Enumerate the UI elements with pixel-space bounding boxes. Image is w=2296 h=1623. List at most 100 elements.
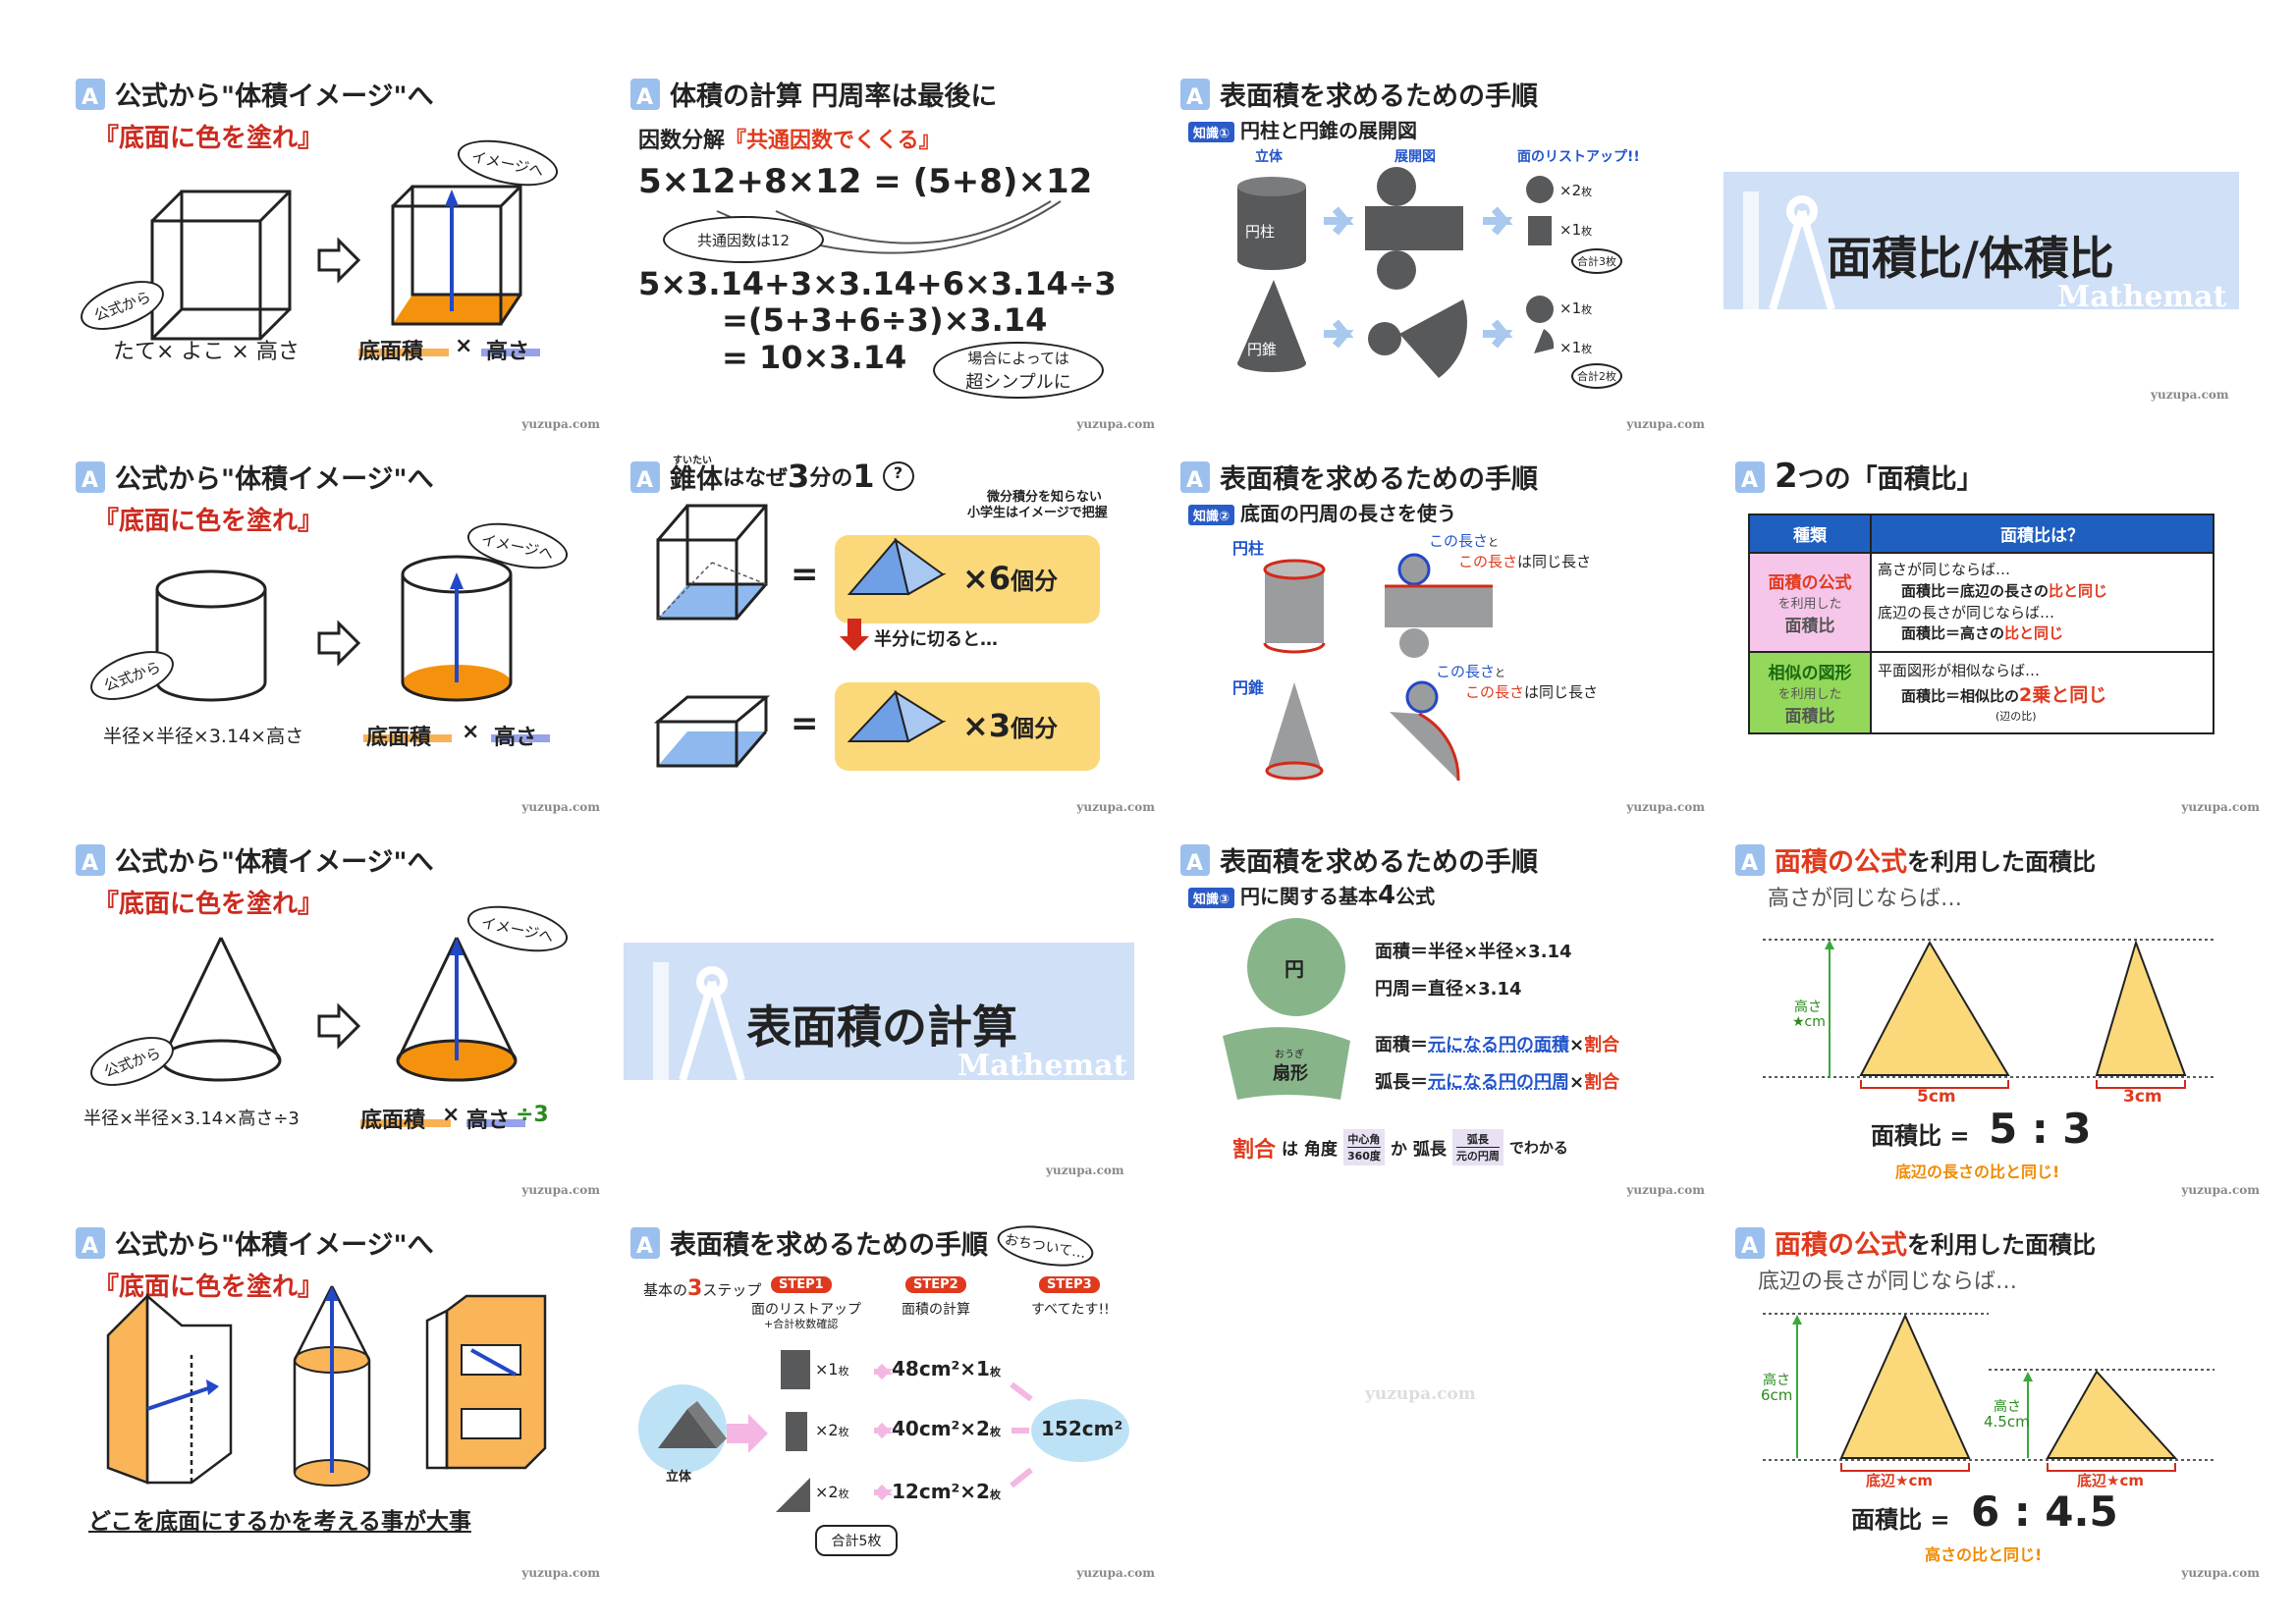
cylinder-drawing [155, 555, 550, 742]
col-solid: 立体 [1255, 149, 1283, 165]
base-area-label: 底面積 [360, 1109, 426, 1133]
solids-drawing [106, 1285, 547, 1487]
svg-text:A: A [1186, 851, 1203, 876]
cone-label: 円錐 [1232, 678, 1265, 697]
ratio-value: 6 : 4.5 [1971, 1488, 2118, 1536]
watermark: yuzupa.com [1076, 417, 1155, 431]
watermark: yuzupa.com [2181, 1183, 2260, 1197]
row3-count: ×2枚 [815, 1483, 849, 1501]
svg-text:A: A [636, 468, 653, 493]
formula-label: 半径×半径×3.14×高さ÷3 [83, 1109, 300, 1129]
ratio-label: 面積比 = [1871, 1122, 1970, 1150]
bubble-common-factor: 共通因数は12 [663, 216, 824, 263]
yuzupa-logo-icon: A [629, 458, 662, 495]
note-1: 微分積分を知らない [987, 490, 1103, 505]
panel-subtitle: 『底面に色を塗れ』 [93, 890, 324, 919]
svg-text:A: A [636, 1234, 653, 1259]
height-value: ★cm [1792, 1014, 1826, 1030]
watermark: yuzupa.com [1046, 1163, 1124, 1177]
watermark: yuzupa.com [1626, 800, 1705, 814]
step3-text: すべてたす!! [1031, 1302, 1110, 1318]
watermark: yuzupa.com [521, 417, 600, 431]
compass-icon [1743, 191, 1835, 309]
total-1: 合計3枚 [1571, 248, 1622, 274]
times-sign: × [442, 1103, 461, 1127]
question-bubble-icon: ? [882, 461, 914, 491]
compass-icon [653, 962, 745, 1080]
row-formula-type: 面積の公式を利用した面積比 [1748, 552, 1872, 653]
equals-2: = [791, 704, 819, 743]
watermark: yuzupa.com [2181, 1566, 2260, 1580]
solid-label: 立体 [666, 1470, 692, 1485]
times-sign: × [462, 720, 480, 744]
base-1: 底辺★cm [1866, 1472, 1933, 1489]
row3-area: 12cm²×2枚 [892, 1480, 1001, 1503]
col-list: 面のリストアップ!! [1517, 149, 1640, 165]
triangles-same-height [1763, 939, 2214, 1089]
svg-text:A: A [1186, 468, 1203, 493]
ratio-note: 高さの比と同じ! [1925, 1545, 2043, 1564]
step2-text: 面積の計算 [902, 1302, 970, 1318]
sector-label: 扇形 [1273, 1063, 1308, 1084]
base-1: 5cm [1917, 1087, 1956, 1107]
svg-text:A: A [1741, 468, 1758, 493]
nets-drawing [1237, 167, 1555, 378]
banner-surface-area: 表面積の計算 Mathemat [624, 943, 1134, 1083]
banner-area-volume-ratio: 面積比/体積比 Mathemat [1723, 172, 2239, 314]
yuzupa-logo-icon: A [74, 458, 107, 495]
yuzupa-logo-icon: A [1178, 75, 1212, 112]
watermark: yuzupa.com [2181, 800, 2260, 814]
ruby-cone: すいたい [673, 456, 712, 466]
formula-area: 面積＝半径×半径×3.14 [1375, 942, 1572, 962]
yuzupa-logo-icon: A [1733, 458, 1767, 495]
watermark: yuzupa.com [2151, 388, 2229, 402]
face-count: 合計5枚 [815, 1525, 898, 1556]
yuzupa-logo-icon: A [629, 75, 662, 112]
base-2: 3cm [2123, 1087, 2162, 1107]
height2-value: 4.5cm [1984, 1413, 2030, 1431]
watermark: yuzupa.com [521, 1183, 600, 1197]
formula-circumference: 円周＝直径×3.14 [1375, 979, 1522, 1000]
header-type: 種類 [1748, 514, 1872, 554]
svg-text:A: A [1741, 1234, 1758, 1259]
formula-label: たて× よこ × 高さ [113, 340, 300, 364]
svg-text:A: A [636, 85, 653, 110]
yuzupa-logo-icon: A [1178, 458, 1212, 495]
step1-badge: STEP1 [771, 1276, 832, 1293]
formula-label: 半径×半径×3.14×高さ [103, 726, 304, 747]
watermark: yuzupa.com [1076, 800, 1155, 814]
watermark: yuzupa.com [1626, 1183, 1705, 1197]
triangles-same-base [1763, 1313, 2214, 1472]
height1-label: 高さ [1763, 1373, 1790, 1388]
banner-title: 面積比/体積比 [1827, 232, 2114, 285]
svg-text:A: A [82, 1234, 98, 1259]
row2-area: 40cm²×2枚 [892, 1417, 1001, 1440]
circumference-drawing [1263, 553, 1493, 782]
condition: 高さが同じならば… [1768, 887, 1963, 911]
circle-sector-drawing [1223, 918, 1350, 1100]
height1-value: 6cm [1761, 1386, 1793, 1404]
count-4: ×1枚 [1559, 339, 1593, 356]
banner-bg-text: Mathemat [957, 1049, 1127, 1083]
height2-label: 高さ [1994, 1399, 2021, 1415]
panel-subtitle: 『底面に色を塗れ』 [93, 124, 324, 153]
yuzupa-logo-icon: A [74, 1223, 107, 1261]
bubble-simple: 場合によっては超シンプルに [933, 342, 1104, 399]
multiplier-3: ×3個分 [962, 707, 1059, 744]
yuzupa-logo-icon: A [74, 840, 107, 878]
